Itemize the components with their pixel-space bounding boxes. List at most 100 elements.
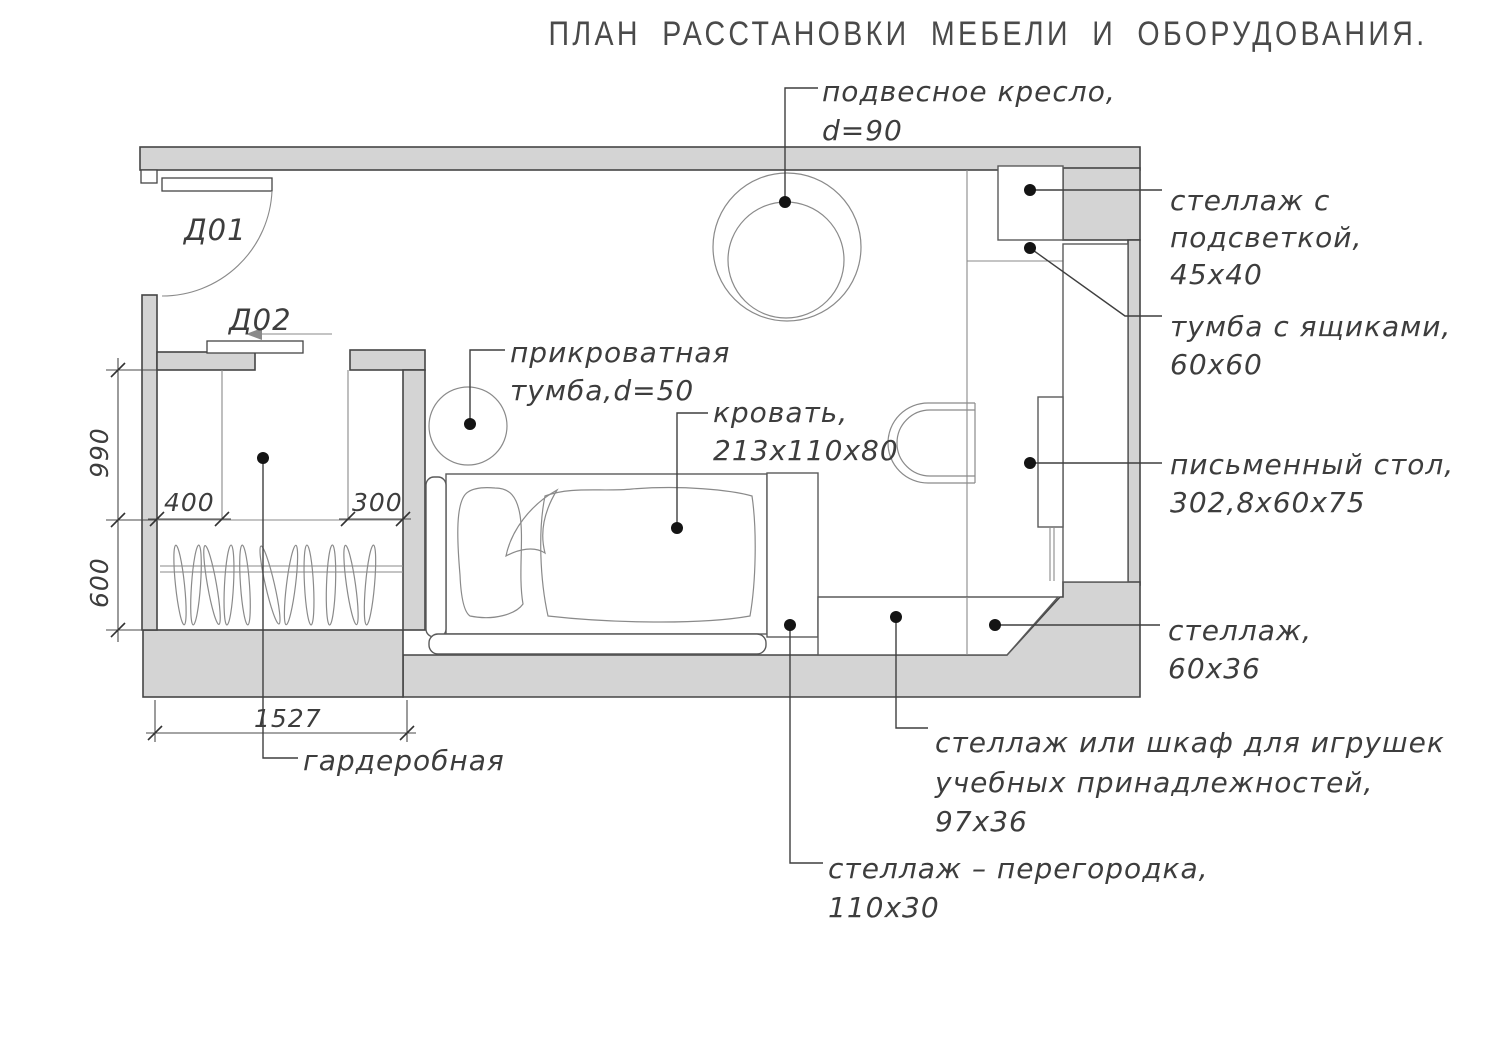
hanger — [283, 544, 299, 626]
door-jamb-top-left — [140, 169, 158, 184]
label-drawer-cabinet-2: 60x60 — [1170, 348, 1263, 381]
wardrobe-partition-wall — [402, 369, 426, 631]
leader-dot — [257, 452, 269, 464]
bed-blanket-fold — [505, 488, 559, 558]
toy-shelf-body — [817, 596, 1060, 656]
hanger — [259, 545, 281, 625]
leader-line — [262, 458, 298, 759]
hanger — [239, 544, 251, 626]
bed — [425, 473, 768, 655]
leader-line — [895, 617, 928, 729]
annotation-desk: письменный стол, 302,8x60x75 — [1024, 448, 1454, 519]
walls — [139, 146, 1141, 698]
label-hanging-chair-2: d=90 — [822, 114, 903, 147]
leader-dot — [779, 196, 791, 208]
dim-tick — [399, 725, 415, 741]
dimension-wardrobe-width: 1527 — [146, 700, 416, 742]
leader-line — [676, 412, 708, 528]
dim-tick — [395, 511, 411, 527]
door-d02-leaf — [206, 340, 304, 354]
annotation-corner-shelf: стеллаж, 60x36 — [989, 614, 1312, 685]
top-wall — [139, 146, 1141, 171]
leader-dot — [989, 619, 1001, 631]
wardrobe-wall-top — [349, 349, 426, 371]
leader-line — [1029, 247, 1162, 317]
label-partition-shelf-2: 110x30 — [828, 891, 940, 924]
leader-line — [784, 87, 818, 202]
label-lit-shelf-3: 45x40 — [1170, 258, 1263, 291]
bed-blanket — [540, 486, 756, 623]
dim-tick — [147, 725, 163, 741]
hanger — [190, 544, 202, 626]
top-right-corner-wall — [1062, 167, 1141, 241]
annotation-drawer-cabinet: тумба с ящиками, 60x60 — [1024, 242, 1451, 381]
dim-400: 400 — [164, 488, 215, 517]
label-lit-shelf-1: стеллаж с — [1170, 184, 1330, 217]
hanger — [363, 544, 377, 626]
dim-tick — [340, 511, 356, 527]
toy-shelf-unit — [817, 596, 1060, 656]
desk-zone — [887, 165, 1129, 583]
door-d01-leaf — [161, 177, 273, 192]
annotation-toy-shelf: стеллаж или шкаф для игрушек учебных при… — [890, 611, 1445, 838]
hanger — [303, 544, 315, 626]
label-bed-1: кровать, — [713, 396, 848, 429]
label-partition-shelf-1: стеллаж – перегородка, — [828, 852, 1209, 885]
annotation-lit-shelf: стеллаж с подсветкой, 45x40 — [1024, 184, 1361, 291]
label-bedside-1: прикроватная — [510, 336, 730, 369]
bed-mattress — [445, 473, 768, 635]
hanger — [173, 544, 187, 626]
label-bedside-2: тумба,d=50 — [510, 374, 694, 407]
hanging-chair-outer — [712, 172, 862, 322]
label-desk-1: письменный стол, — [1170, 448, 1454, 481]
label-toy-shelf-2: учебных принадлежностей, — [934, 766, 1373, 799]
hanger — [343, 544, 359, 626]
leader-dot — [890, 611, 902, 623]
dimension-shelves: 400 300 — [148, 488, 411, 527]
bed-pillow — [457, 487, 524, 619]
door-d01: Д01 — [161, 177, 273, 297]
desk-chair — [887, 402, 976, 484]
desk-top — [1062, 243, 1129, 583]
annotation-hanging-chair: подвесное кресло, d=90 — [779, 75, 1116, 208]
label-drawer-cabinet-1: тумба с ящиками, — [1170, 310, 1451, 343]
annotation-bed: кровать, 213x110x80 — [671, 396, 899, 534]
dim-tick — [110, 512, 126, 528]
label-corner-shelf-2: 60x36 — [1168, 652, 1261, 685]
dim-600: 600 — [85, 557, 114, 608]
door-d01-label: Д01 — [182, 213, 247, 247]
plan-title: ПЛАН РАССТАНОВКИ МЕБЕЛИ И ОБОРУДОВАНИЯ. — [549, 15, 1428, 53]
label-toy-shelf-1: стеллаж или шкаф для игрушек — [935, 726, 1445, 759]
dim-tick — [110, 362, 126, 378]
left-wall — [141, 294, 158, 631]
bedside-table — [428, 386, 508, 466]
label-corner-shelf-1: стеллаж, — [1168, 614, 1312, 647]
bed-side-rail — [428, 633, 767, 655]
leader-dot — [784, 619, 796, 631]
right-wall — [1127, 239, 1141, 586]
dim-1527: 1527 — [254, 704, 322, 733]
desk-chair-inner — [896, 409, 975, 477]
dim-990: 990 — [85, 427, 114, 478]
label-toy-shelf-3: 97x36 — [935, 805, 1028, 838]
leader-dot — [1024, 457, 1036, 469]
annotation-wardrobe: гардеробная — [257, 452, 505, 777]
label-wardrobe: гардеробная — [303, 744, 505, 777]
hanger — [203, 544, 221, 626]
bed-headboard — [425, 476, 447, 638]
label-bed-2: 213x110x80 — [713, 434, 899, 467]
annotation-partition-shelf: стеллаж – перегородка, 110x30 — [784, 619, 1209, 924]
desk-chair-outer — [887, 402, 975, 484]
door-d02-slide-arrow-head — [246, 328, 262, 340]
partition-shelf-unit — [766, 472, 819, 638]
label-hanging-chair-1: подвесное кресло, — [822, 75, 1116, 108]
dim-300: 300 — [352, 488, 403, 517]
leader-line — [789, 625, 823, 864]
bottom-left-wall — [142, 629, 404, 698]
leader-dot — [1024, 242, 1036, 254]
leader-dot — [1024, 184, 1036, 196]
leader-line — [469, 349, 505, 424]
door-d01-swing-arc — [161, 190, 273, 297]
